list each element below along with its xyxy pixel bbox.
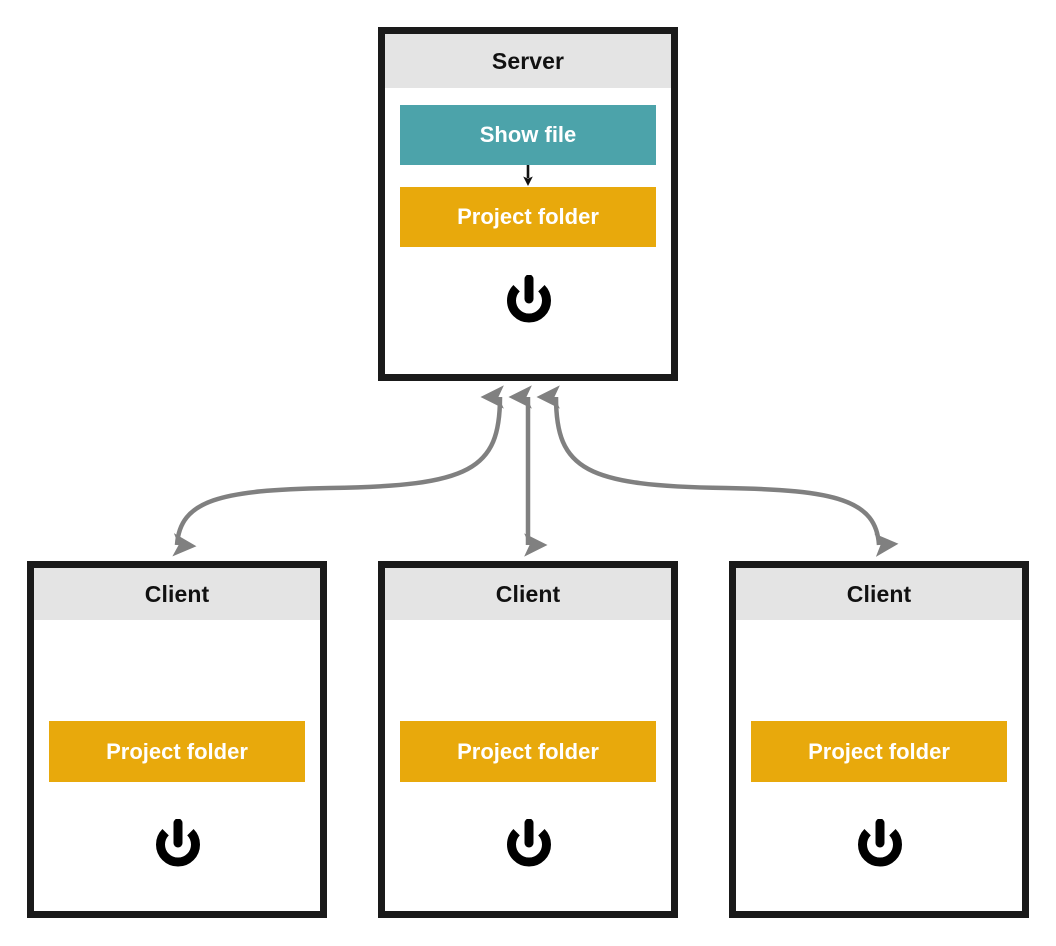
client-3-bar-project-folder-label: Project folder [808, 738, 950, 764]
server-bar-show-file-label: Show file [479, 122, 577, 147]
client-3-bar-project-folder[interactable]: Project folder [751, 721, 1007, 782]
connector-server-to-client-1 [172, 385, 504, 557]
power-icon[interactable] [854, 819, 906, 875]
server-box[interactable]: Server Show file Project folder [378, 27, 678, 381]
server-bar-show-file[interactable]: Show file [400, 105, 656, 165]
connector-server-to-client-3 [536, 385, 899, 557]
power-icon[interactable] [503, 819, 555, 875]
client-box-1[interactable]: Client Project folder [27, 561, 327, 918]
client-2-header-label: Client [495, 580, 561, 607]
client-2-bar-project-folder[interactable]: Project folder [400, 721, 656, 782]
client-2-bar-project-folder-label: Project folder [457, 738, 599, 764]
client-2-body: Project folder [385, 620, 671, 911]
client-1-bar-project-folder[interactable]: Project folder [49, 721, 305, 782]
server-bar-project-folder[interactable]: Project folder [400, 187, 656, 247]
client-1-header-label: Client [144, 580, 210, 607]
server-bar-project-folder-label: Project folder [457, 204, 599, 229]
power-icon[interactable] [152, 819, 204, 875]
server-header-label: Server [491, 47, 565, 74]
arrow-down-icon [523, 165, 533, 186]
client-box-3[interactable]: Client Project folder [729, 561, 1029, 918]
client-1-body: Project folder [34, 620, 320, 911]
client-2-header: Client [385, 568, 671, 620]
client-3-header-label: Client [846, 580, 912, 607]
server-header: Server [385, 34, 671, 88]
client-box-2[interactable]: Client Project folder [378, 561, 678, 918]
client-1-header: Client [34, 568, 320, 620]
server-body: Show file Project folder [385, 88, 671, 374]
client-1-bar-project-folder-label: Project folder [106, 738, 248, 764]
client-3-body: Project folder [736, 620, 1022, 911]
power-icon[interactable] [503, 275, 555, 331]
client-3-header: Client [736, 568, 1022, 620]
